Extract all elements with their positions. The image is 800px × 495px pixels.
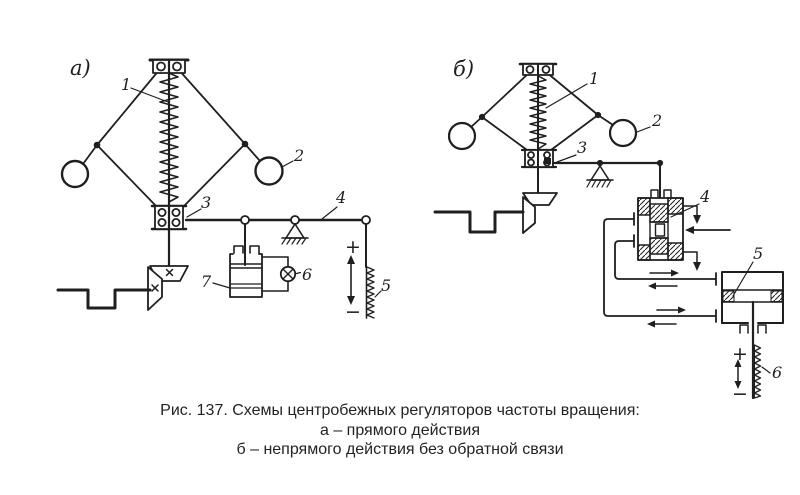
pivot-dot-left-b <box>478 113 486 121</box>
motion-arrow-b: + − <box>732 343 748 400</box>
part-label-6-a: 6 <box>302 265 312 284</box>
flyweight-right-b <box>608 118 638 148</box>
caption-line-3: б – непрямого действия без обратной связ… <box>236 441 564 458</box>
minus-sign-a: − <box>345 301 361 323</box>
lever-a <box>184 215 371 225</box>
schematic-drawing: а) <box>56 56 784 400</box>
pivot-dot-right-a <box>241 140 249 148</box>
fulcrum-b <box>586 165 614 188</box>
pivot-dot-right-b <box>594 111 602 119</box>
part-label-6-b: 6 <box>772 363 782 382</box>
fulcrum-a <box>281 223 309 245</box>
rack-a <box>365 223 375 319</box>
spring-a <box>159 72 179 203</box>
diagram-b: б) <box>433 57 784 400</box>
top-block-a <box>148 58 190 74</box>
bevel-gears-b <box>522 192 558 234</box>
servo-cylinder-b <box>721 271 784 400</box>
pipes-b <box>603 218 717 323</box>
dashpot-a <box>229 223 263 298</box>
pipe-flow-arrows-b <box>647 269 686 328</box>
drive-shaft-b <box>433 210 525 234</box>
spring-b <box>529 75 547 150</box>
part-label-1-b: 1 <box>589 69 599 88</box>
drive-shaft-a <box>56 288 152 310</box>
throttle-valve-a <box>261 256 302 292</box>
flyweight-left-b <box>447 121 477 151</box>
governor-arms-a <box>82 68 261 208</box>
figure-caption: Рис. 137. Схемы центробежных регуляторов… <box>0 401 800 460</box>
flyweight-right-a <box>254 156 284 186</box>
part-label-7-a: 7 <box>201 272 212 291</box>
part-label-2-b: 2 <box>651 111 662 130</box>
valve-arrows-b <box>682 205 731 271</box>
minus-sign-b: − <box>732 383 748 400</box>
caption-line-2: а – прямого действия <box>319 421 481 439</box>
panel-b-label: б) <box>453 57 474 81</box>
motion-arrow-a: + − <box>345 236 361 323</box>
part-label-4-b: 4 <box>699 187 710 206</box>
bevel-gears-a <box>147 265 189 311</box>
part-label-2-a: 2 <box>293 146 304 165</box>
pivot-dot-left-a <box>93 141 101 149</box>
panel-a-label: а) <box>70 56 91 80</box>
diagram-a: а) <box>56 56 391 323</box>
governor-arms-b <box>470 71 614 151</box>
pointer-lines-a <box>130 87 382 298</box>
flyweight-left-a <box>60 159 90 189</box>
pointer-lines-b <box>545 83 771 374</box>
part-label-4-a: 4 <box>335 188 346 207</box>
spool-valve-b <box>633 189 684 261</box>
part-label-5-b: 5 <box>753 244 763 263</box>
plus-sign-b: + <box>732 343 748 365</box>
part-label-1-a: 1 <box>121 75 131 94</box>
part-label-3-a: 3 <box>201 193 211 212</box>
rack-b <box>753 344 762 399</box>
caption-line-1: Рис. 137. Схемы центробежных регуляторов… <box>160 402 640 419</box>
part-label-3-b: 3 <box>577 138 587 157</box>
plus-sign-a: + <box>345 236 361 258</box>
part-label-5-a: 5 <box>381 276 391 295</box>
